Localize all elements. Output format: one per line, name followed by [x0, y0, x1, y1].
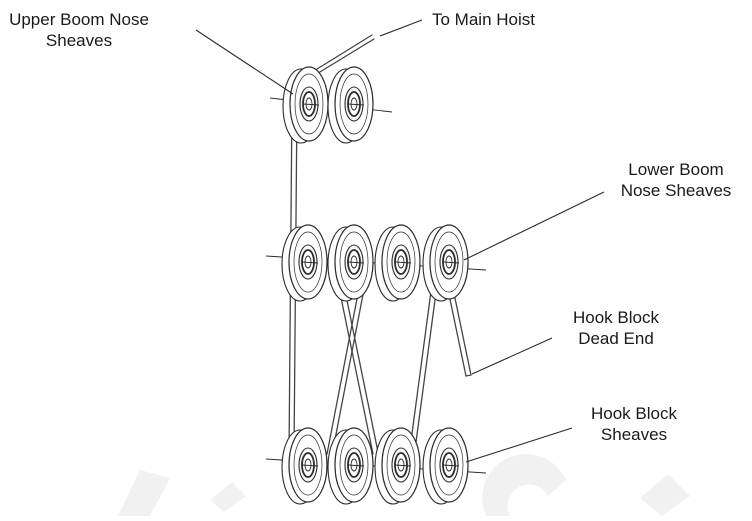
- hook-block-sheave-3: [374, 427, 421, 505]
- leader-lower-boom: [463, 191, 605, 261]
- leader-lines: [195, 19, 605, 463]
- lower-boom-sheave-2: [327, 224, 374, 302]
- lower-boom-sheave-1: [281, 224, 328, 302]
- label-upper-boom-line1: Upper Boom Nose: [9, 10, 149, 29]
- leader-main-hoist: [379, 19, 423, 37]
- leader-dead-end: [471, 337, 553, 375]
- upper-boom-sheave-2: [327, 66, 374, 144]
- upper-boom-sheave-1: [282, 66, 329, 144]
- hook-block-sheave-row: [265, 427, 487, 505]
- wire-rope: [288, 34, 472, 458]
- label-lower-boom-nose-sheaves: Lower Boom Nose Sheaves: [606, 159, 746, 201]
- label-hook-sheaves-line1: Hook Block: [591, 404, 677, 423]
- label-upper-boom-nose-sheaves: Upper Boom Nose Sheaves: [0, 9, 158, 51]
- hook-block-sheave-2: [327, 427, 374, 505]
- label-hook-block-dead-end: Hook Block Dead End: [556, 307, 676, 349]
- sheave-group: [265, 66, 487, 505]
- label-dead-end-line1: Hook Block: [573, 308, 659, 327]
- label-lower-boom-line2: Nose Sheaves: [620, 181, 732, 200]
- lower-boom-sheave-3: [374, 224, 421, 302]
- watermark-shapes: [118, 454, 690, 516]
- label-dead-end-line2: Dead End: [578, 329, 654, 348]
- label-hook-sheaves-line2: Sheaves: [600, 425, 668, 444]
- label-upper-boom-line2: Sheaves: [45, 31, 113, 50]
- lower-boom-sheave-row: [265, 224, 487, 302]
- label-lower-boom-line1: Lower Boom: [628, 160, 724, 179]
- leader-hook-sheaves: [465, 427, 573, 463]
- label-to-main-hoist: To Main Hoist: [432, 10, 535, 29]
- hook-block-sheave-1: [281, 427, 328, 505]
- label-hook-block-sheaves: Hook Block Sheaves: [574, 403, 694, 445]
- upper-boom-sheave-row: [269, 66, 393, 144]
- lower-boom-sheave-4: [422, 224, 469, 302]
- hook-block-sheave-4: [422, 427, 469, 505]
- leader-upper-boom: [195, 29, 294, 95]
